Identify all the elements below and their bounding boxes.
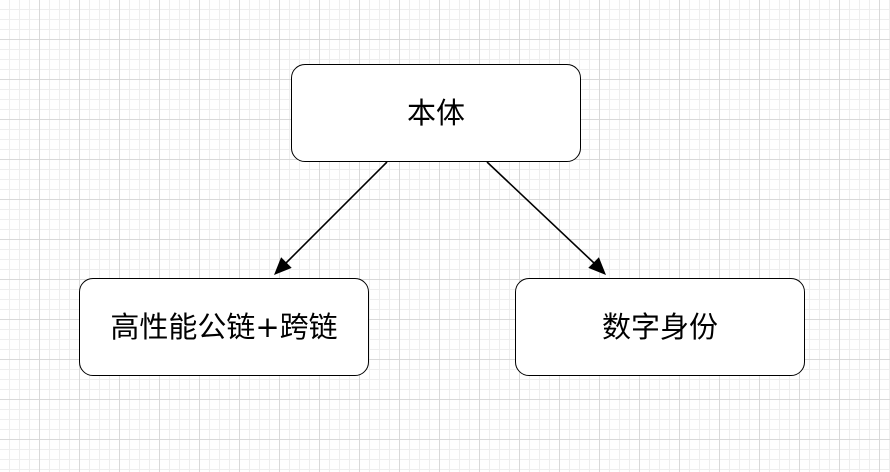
arrowhead-icon <box>274 257 292 275</box>
edge-line <box>285 161 388 264</box>
node-root[interactable]: 本体 <box>291 64 581 162</box>
edge-root-to-right <box>486 161 606 275</box>
node-label: 数字身份 <box>601 309 718 344</box>
node-label: 本体 <box>406 95 465 130</box>
node-digital-identity[interactable]: 数字身份 <box>515 278 805 376</box>
edge-root-to-left <box>274 161 388 275</box>
node-label: 高性能公链+跨链 <box>110 309 338 344</box>
node-high-performance-chain[interactable]: 高性能公链+跨链 <box>79 278 369 376</box>
edge-line <box>486 161 595 264</box>
arrowhead-icon <box>588 257 606 275</box>
